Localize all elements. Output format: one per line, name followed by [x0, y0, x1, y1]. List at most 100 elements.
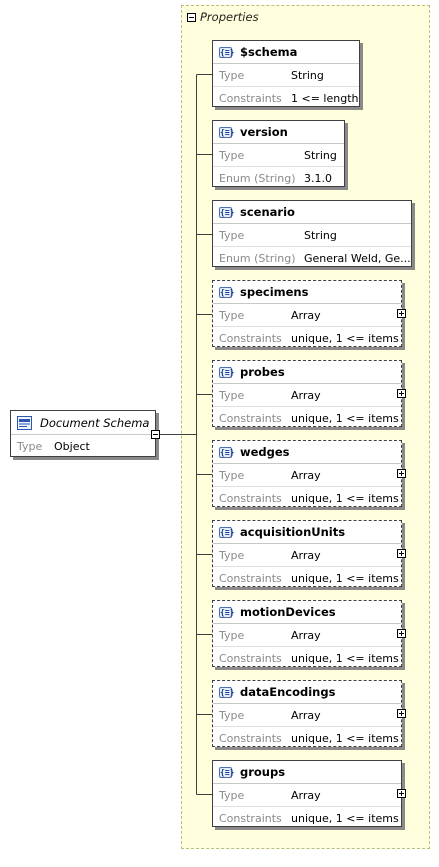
- root-type-value: Object: [54, 439, 90, 453]
- property-name: scenario: [240, 205, 295, 219]
- property-type-value: Array: [291, 708, 321, 722]
- property-node-header: {≡}groups: [213, 761, 401, 784]
- property-constraint-key: Constraints: [219, 571, 282, 585]
- expand-toggle[interactable]: [397, 389, 406, 398]
- object-property-icon: {≡}: [219, 366, 235, 378]
- property-constraint-value: unique, 1 <= items: [291, 811, 399, 825]
- property-type-key: Type: [219, 308, 245, 322]
- property-constraint-value: 3.1.0: [304, 171, 332, 185]
- property-constraint-key: Constraints: [219, 91, 282, 105]
- object-property-icon: {≡}: [219, 126, 235, 138]
- root-collapse-toggle[interactable]: [151, 430, 160, 439]
- object-property-icon: {≡}: [219, 446, 235, 458]
- schema-document-icon: [17, 415, 32, 430]
- object-property-icon: {≡}: [219, 46, 235, 58]
- property-node-header: {≡}motionDevices: [213, 601, 401, 624]
- property-constraint-key: Constraints: [219, 811, 282, 825]
- property-node-header: {≡} wedges: [213, 441, 401, 464]
- property-constraint-key: Constraints: [219, 651, 282, 665]
- property-constraint-value: unique, 1 <= items: [291, 411, 399, 425]
- property-name: version: [240, 125, 288, 139]
- expand-toggle[interactable]: [397, 309, 406, 318]
- property-constraint-value: General Weld, Ge...: [304, 251, 411, 265]
- expand-toggle[interactable]: [397, 469, 406, 478]
- property-node-header: {≡} $schema: [213, 41, 359, 64]
- property-type-value: Array: [291, 788, 321, 802]
- property-constraint-key: Enum (String): [219, 171, 296, 185]
- property-type-key: Type: [219, 148, 245, 162]
- property-constraint-key: Constraints: [219, 331, 282, 345]
- property-type-row: Type Array: [213, 704, 401, 726]
- object-property-icon: {≡}: [219, 526, 235, 538]
- property-node-header: {≡} version: [213, 121, 344, 144]
- expand-toggle[interactable]: [397, 629, 406, 638]
- property-name: dataEncodings: [240, 685, 336, 699]
- property-type-row: Type Array: [213, 384, 401, 406]
- property-type-row: Type Array: [213, 464, 401, 486]
- property-name: wedges: [240, 445, 290, 459]
- property-type-key: Type: [219, 788, 245, 802]
- property-constraint-value: unique, 1 <= items: [291, 571, 399, 585]
- property-constraint-value: unique, 1 <= items: [291, 491, 399, 505]
- property-node-header: {≡} specimens: [213, 281, 401, 304]
- property-type-row: Type String: [213, 224, 411, 246]
- property-type-value: Array: [291, 628, 321, 642]
- properties-header: Properties: [187, 10, 259, 24]
- property-node-header: {≡} acquisitionUnits: [213, 521, 401, 544]
- property-node-header: {≡} probes: [213, 361, 401, 384]
- properties-collapse-toggle[interactable]: [187, 12, 196, 22]
- property-node-header: {≡}scenario: [213, 201, 411, 224]
- property-constraint-row: Constraints unique, 1 <= items: [213, 806, 401, 829]
- property-constraint-row: Enum (String)General Weld, Ge...: [213, 246, 411, 269]
- property-type-value: Array: [291, 468, 321, 482]
- property-name: acquisitionUnits: [240, 525, 346, 539]
- object-property-icon: {≡}: [219, 286, 235, 298]
- property-type-row: Type String: [213, 144, 344, 166]
- property-type-value: Array: [291, 388, 321, 402]
- property-constraint-value: unique, 1 <= items: [291, 731, 399, 745]
- property-type-row: Type Array: [213, 624, 401, 646]
- root-title: Document Schema: [40, 415, 150, 430]
- property-type-key: Type: [219, 468, 245, 482]
- property-type-key: Type: [219, 628, 245, 642]
- property-name: specimens: [240, 285, 309, 299]
- expand-toggle[interactable]: [397, 709, 406, 718]
- property-constraint-value: 1 <= length: [291, 91, 359, 105]
- property-name: motionDevices: [240, 605, 336, 619]
- property-type-value: String: [304, 148, 337, 162]
- property-node-header: {≡} dataEncodings: [213, 681, 401, 704]
- property-constraint-row: Constraints unique, 1 <= items: [213, 486, 401, 509]
- object-property-icon: {≡}: [219, 686, 235, 698]
- property-type-row: Type Array: [213, 784, 401, 806]
- property-name: $schema: [240, 45, 298, 59]
- property-type-key: Type: [219, 708, 245, 722]
- property-name: probes: [240, 365, 285, 379]
- expand-toggle[interactable]: [397, 789, 406, 798]
- property-constraint-value: unique, 1 <= items: [291, 651, 399, 665]
- property-constraint-row: Constraints unique, 1 <= items: [213, 566, 401, 589]
- property-constraint-key: Constraints: [219, 491, 282, 505]
- properties-label: Properties: [200, 10, 259, 24]
- expand-toggle[interactable]: [397, 549, 406, 558]
- property-name: groups: [240, 765, 286, 779]
- root-node-document-schema[interactable]: Document Schema Type Object: [10, 410, 160, 457]
- property-type-key: Type: [219, 228, 245, 242]
- property-type-value: String: [304, 228, 337, 242]
- property-constraint-row: Constraints unique, 1 <= items: [213, 646, 401, 669]
- property-type-key: Type: [219, 388, 245, 402]
